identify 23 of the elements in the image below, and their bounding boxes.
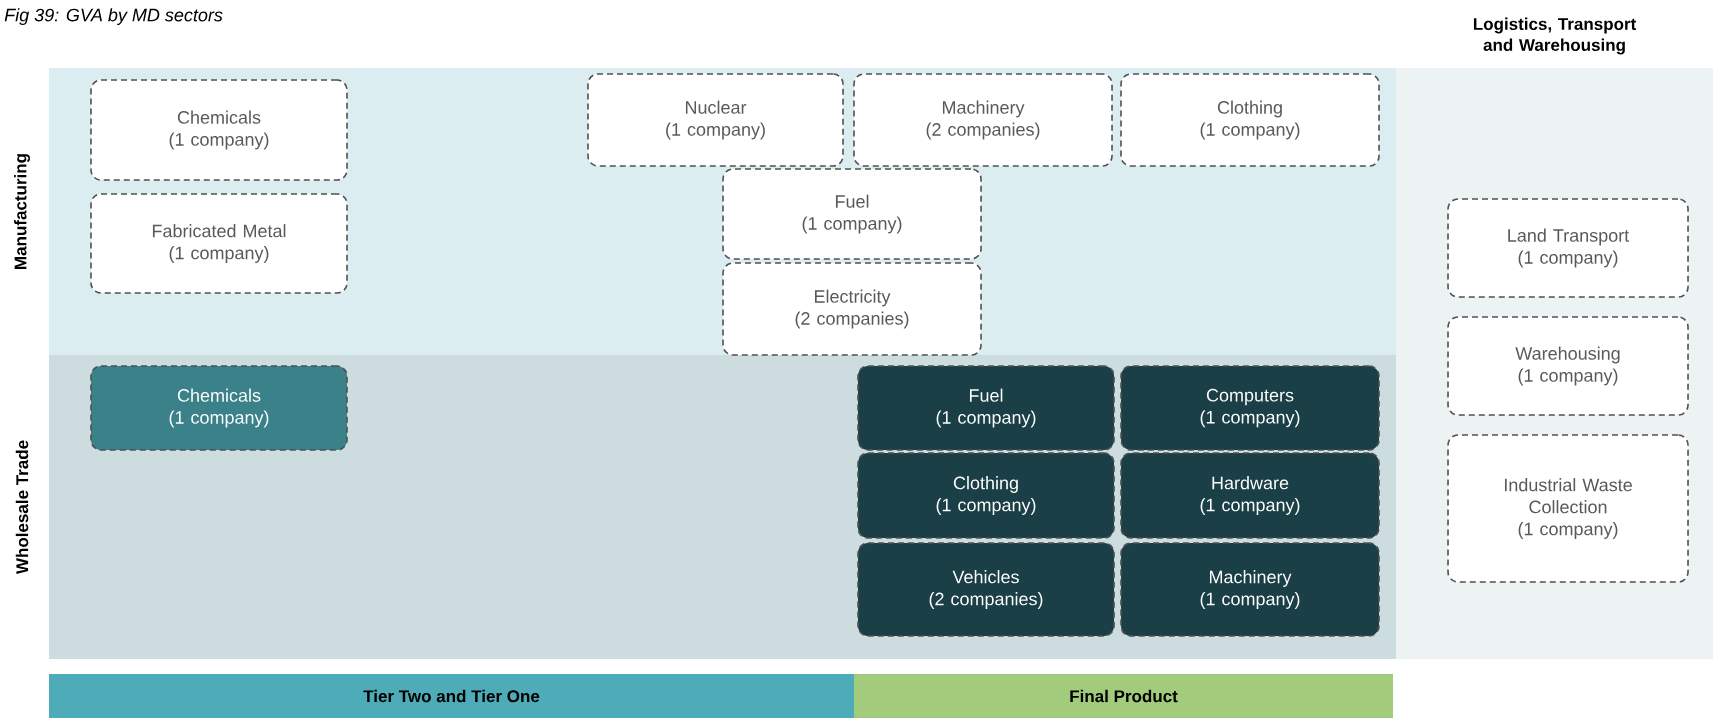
- sector-box: Fabricated Metal (1 company): [90, 193, 348, 294]
- band-label: Wholesale Trade: [15, 440, 29, 575]
- sector-box: Chemicals (1 company): [90, 79, 348, 181]
- sector-box: Machinery (1 company): [1120, 542, 1380, 637]
- sector-box: Warehousing (1 company): [1447, 316, 1689, 416]
- figure-title: Fig 39: GVA by MD sectors: [4, 8, 223, 25]
- stage-bar: Tier Two and Tier One: [49, 674, 854, 718]
- sector-box: Clothing (1 company): [857, 452, 1115, 539]
- sector-box: Land Transport (1 company): [1447, 198, 1689, 298]
- sector-box: Machinery (2 companies): [853, 73, 1113, 167]
- sector-box: Industrial Waste Collection (1 company): [1447, 434, 1689, 583]
- sector-box: Vehicles (2 companies): [857, 542, 1115, 637]
- band-label: Manufacturing: [14, 154, 30, 269]
- sector-box: Computers (1 company): [1120, 365, 1380, 451]
- stage-bar: Final Product: [854, 674, 1393, 718]
- sector-box: Nuclear (1 company): [587, 73, 844, 167]
- sector-box: Clothing (1 company): [1120, 73, 1380, 167]
- sector-box: Chemicals (1 company): [90, 365, 348, 451]
- panel-heading: Logistics, Transport and Warehousing: [1473, 17, 1637, 55]
- sector-box: Fuel (1 company): [722, 168, 982, 260]
- sector-box: Hardware (1 company): [1120, 452, 1380, 539]
- sector-box: Electricity (2 companies): [722, 262, 982, 356]
- sector-box: Fuel (1 company): [857, 365, 1115, 451]
